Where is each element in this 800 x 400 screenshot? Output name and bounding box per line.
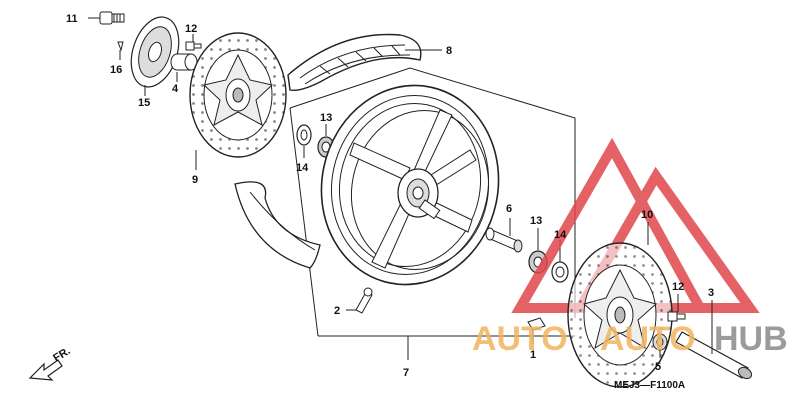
front-label: FR. <box>51 345 72 365</box>
callout-3: 3 <box>708 287 714 299</box>
fender-guard <box>234 181 321 269</box>
callout-14-upper: 14 <box>296 162 309 174</box>
callout-10: 10 <box>641 209 653 221</box>
watermark-text-left: AUTO <box>472 320 568 358</box>
callout-16: 16 <box>110 64 122 76</box>
callout-9: 9 <box>192 174 198 186</box>
watermark-text: AUTO AUTO HUB <box>472 320 788 358</box>
part-15-gear <box>130 16 180 96</box>
watermark-text-right: HUB <box>714 320 788 358</box>
watermark-text-mid: AUTO <box>600 320 696 358</box>
part-8-tire <box>287 33 442 92</box>
part-9-brake-disc <box>189 32 287 170</box>
callout-12-upper: 12 <box>185 23 197 35</box>
part-12-lower-bolt <box>667 294 686 322</box>
part-14-upper-seal <box>296 124 312 158</box>
front-direction-arrow: FR. <box>28 345 73 381</box>
part-10-brake-disc <box>567 222 673 388</box>
part-2-air-valve <box>346 287 373 314</box>
part-12-upper-bolt <box>185 34 202 51</box>
callout-14-lower: 14 <box>554 229 567 241</box>
diagram-code: MEJ3—F1100A <box>614 380 685 391</box>
part-6-distance-collar <box>485 218 523 253</box>
callout-15: 15 <box>138 97 150 109</box>
callout-4: 4 <box>172 83 179 95</box>
part-1-axle-nut <box>527 317 546 344</box>
callout-2: 2 <box>334 305 340 317</box>
callout-1: 1 <box>530 349 536 361</box>
part-5-collar <box>652 333 668 358</box>
callout-5: 5 <box>655 361 661 373</box>
callout-12-lower: 12 <box>672 281 684 293</box>
callout-13-lower: 13 <box>530 215 542 227</box>
front-wheel-rim <box>320 84 500 286</box>
part-11-bolt <box>88 11 125 25</box>
callout-7: 7 <box>403 367 409 379</box>
part-14-lower-seal <box>551 240 569 283</box>
callout-8: 8 <box>446 45 452 57</box>
part-3-axle <box>675 300 753 380</box>
callout-labels: 11 12 16 4 15 8 13 14 9 6 13 14 10 12 3 … <box>66 13 714 391</box>
callout-11: 11 <box>66 13 78 25</box>
callout-6: 6 <box>506 203 512 215</box>
callout-13-upper: 13 <box>320 112 332 124</box>
part-16-screw <box>117 41 124 60</box>
